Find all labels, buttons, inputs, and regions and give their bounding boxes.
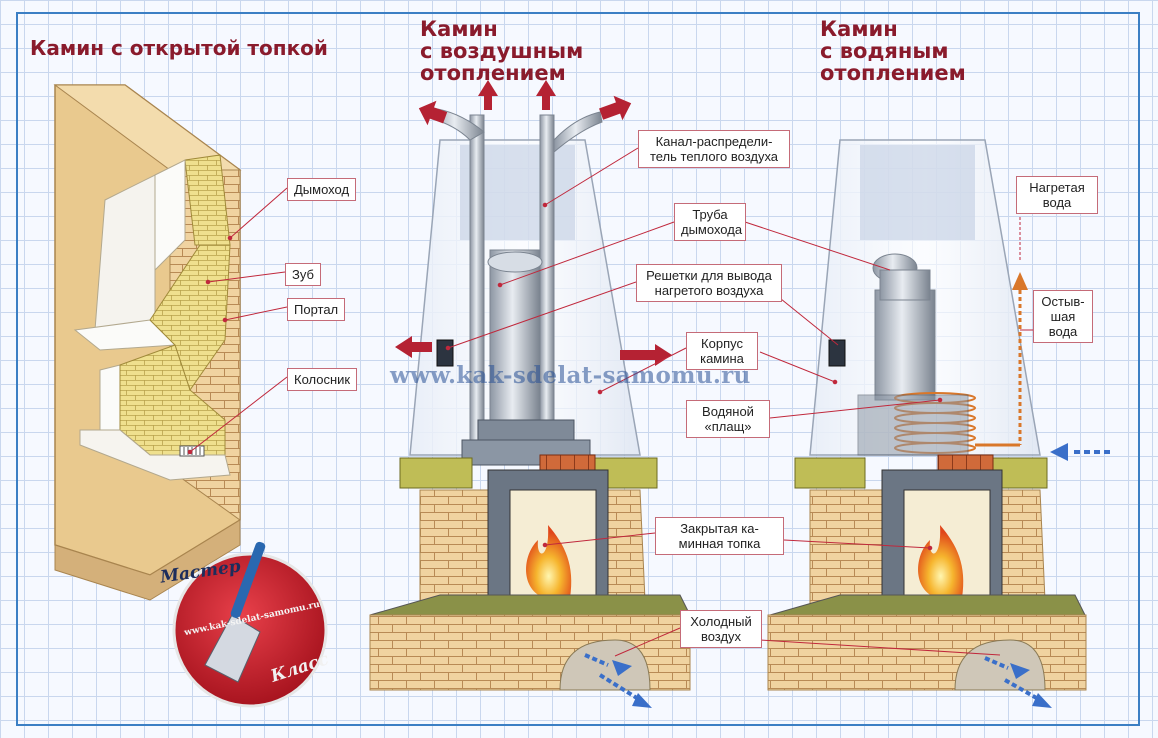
vents-label-line-1: Решетки для вывода xyxy=(646,268,772,283)
fireplace-body-label-line-2: камина xyxy=(700,351,744,366)
hot-air-arrows xyxy=(395,80,672,366)
closed-firebox-label: Закрытая ка- минная топка xyxy=(655,517,784,555)
air-channel-label-line-2: тель теплого воздуха xyxy=(649,149,779,164)
site-watermark: www.kak-sdelat-samomu.ru xyxy=(390,362,751,389)
portal-label: Портал xyxy=(287,298,346,321)
air-channel-label-line-1: Канал-распредели- xyxy=(655,134,773,149)
air-fireplace-title: Камин с воздушным отоплением xyxy=(420,18,583,84)
portal-leader xyxy=(224,306,288,321)
open-fireplace-title: Камин с открытой топкой xyxy=(30,36,328,60)
hot-water-label-line-1: Нагретая xyxy=(1029,180,1085,195)
cold-air-arrows xyxy=(584,443,1110,708)
chimney-pipe-label-line-1: Труба xyxy=(692,207,728,222)
water-title-line-1: Камин xyxy=(820,17,898,41)
hot-water-label: Нагретая вода xyxy=(1016,176,1098,214)
fireplace-body-label: Корпус камина xyxy=(686,332,758,370)
hot-water-label-line-2: вода xyxy=(1042,195,1072,210)
chimney-leader xyxy=(229,187,288,239)
master-class-badge xyxy=(172,541,328,708)
cooled-water-label-line-3: вода xyxy=(1048,324,1078,339)
air-title-line-3: отоплением xyxy=(420,61,566,86)
cooled-water-label-line-1: Остыв- xyxy=(1041,294,1085,309)
cooled-water-label-line-2: шая xyxy=(1050,309,1076,324)
air-title-line-2: с воздушным xyxy=(420,39,584,64)
cold-air-label: Холодный воздух xyxy=(680,610,762,648)
water-title-line-3: отоплением xyxy=(820,61,966,86)
fireplace-body-label-line-1: Корпус xyxy=(701,336,743,351)
air-heating-fireplace-illustration xyxy=(369,107,691,691)
water-title-line-2: с водяным xyxy=(820,39,949,64)
air-title-line-1: Камин xyxy=(420,17,498,41)
grate-leader xyxy=(189,376,288,453)
tooth-leader xyxy=(207,271,286,283)
vents-label: Решетки для вывода нагретого воздуха xyxy=(636,264,782,302)
water-jacket-label-line-2: «плащ» xyxy=(704,419,752,434)
open-fireplace-illustration xyxy=(53,84,242,601)
closed-firebox-label-line-2: минная топка xyxy=(678,536,761,551)
tooth-label: Зуб xyxy=(285,263,321,286)
closed-firebox-label-line-1: Закрытая ка- xyxy=(680,521,759,536)
water-fireplace-title: Камин с водяным отоплением xyxy=(820,18,966,84)
water-jacket-label-line-1: Водяной xyxy=(702,404,754,419)
grate-label: Колосник xyxy=(287,368,358,391)
vents-label-line-2: нагретого воздуха xyxy=(654,283,764,298)
chimney-pipe-label-line-2: дымохода xyxy=(681,222,743,237)
chimney-label: Дымоход xyxy=(287,178,357,201)
cooled-water-label: Остыв- шая вода xyxy=(1033,290,1093,343)
water-heating-fireplace-illustration xyxy=(767,139,1087,691)
water-jacket-label: Водяной «плащ» xyxy=(686,400,770,438)
cold-air-label-line-2: воздух xyxy=(700,629,742,644)
cold-air-label-line-1: Холодный xyxy=(690,614,752,629)
chimney-pipe-label: Труба дымохода xyxy=(674,203,746,241)
air-channel-label: Канал-распредели- тель теплого воздуха xyxy=(638,130,790,168)
frame-border xyxy=(16,12,1140,726)
